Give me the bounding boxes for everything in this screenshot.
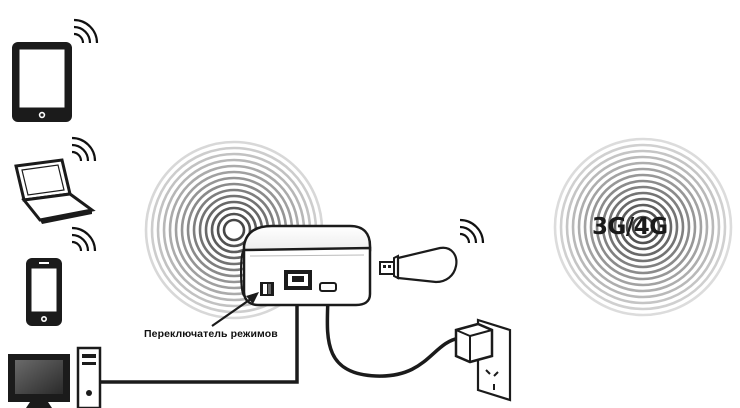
signal-ring <box>589 173 697 281</box>
desktop-computer-icon <box>8 346 102 408</box>
router-device <box>240 224 372 307</box>
signal-ring <box>216 212 252 248</box>
laptop-icon <box>14 158 96 224</box>
signal-ring <box>571 155 715 299</box>
signal-ring <box>583 167 703 287</box>
signal-ring <box>553 137 733 317</box>
network-label: 3G/4G <box>592 214 668 240</box>
signal-ring <box>607 191 679 263</box>
signal-ring <box>601 185 685 269</box>
usb-modem-icon <box>379 246 458 284</box>
signal-ring <box>619 203 667 251</box>
signal-ring <box>565 149 721 305</box>
wifi-signal-icon <box>71 226 97 252</box>
power-adapter-icon <box>454 322 494 364</box>
power-cable <box>325 291 461 378</box>
signal-ring <box>577 161 709 293</box>
signal-ring <box>559 143 727 311</box>
wifi-signal-icon <box>459 218 485 244</box>
mode-switch-label: Переключатель режимов <box>144 328 278 340</box>
signal-ring <box>595 179 691 275</box>
wifi-signal-icon <box>73 18 99 44</box>
smartphone-icon <box>26 258 62 326</box>
wifi-signal-icon <box>71 136 97 162</box>
signal-ring <box>625 209 661 245</box>
signal-ring <box>613 197 673 257</box>
ethernet-cable <box>100 290 299 384</box>
signal-ring <box>631 215 655 239</box>
switch-pointer-arrow <box>211 295 256 327</box>
signal-ring <box>222 218 246 242</box>
tablet-icon <box>12 42 72 122</box>
signal-rings-icon <box>553 137 733 317</box>
